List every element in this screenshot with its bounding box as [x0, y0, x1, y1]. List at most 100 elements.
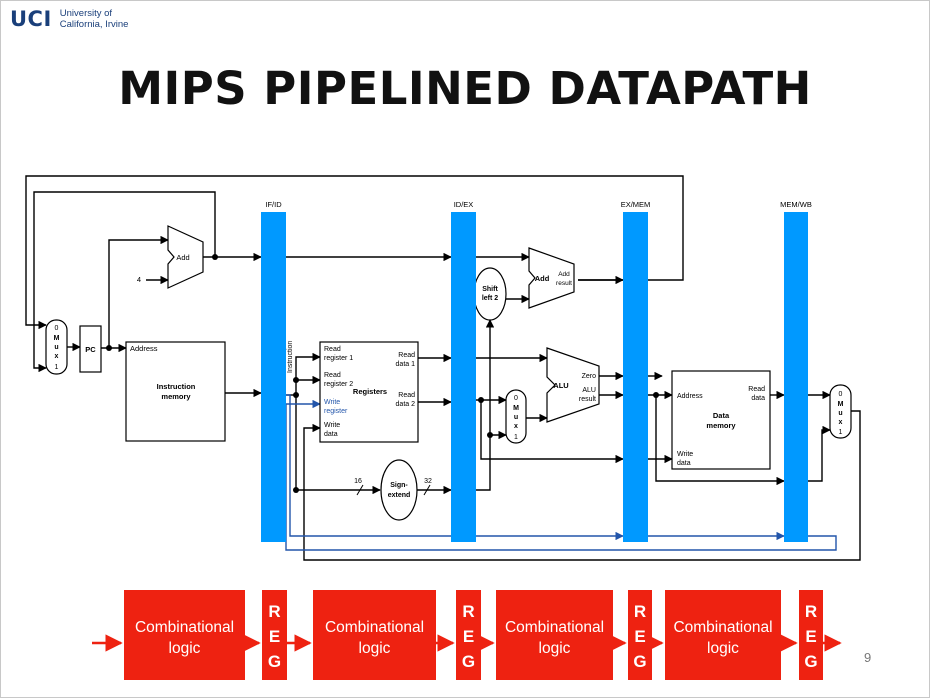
combinational-logic-3	[496, 590, 613, 680]
pipeline-register-mem-wb	[784, 212, 808, 542]
slide-title: MIPS PIPELINED DATAPATH	[118, 62, 812, 115]
comb-3-line1: Combinational	[505, 619, 604, 636]
wd-line1: Write	[324, 422, 340, 429]
wb-mux-m: M	[838, 401, 844, 408]
wire-wreg-ifid-idex	[286, 394, 451, 537]
reg-2-e: E	[463, 627, 474, 646]
instruction-memory	[125, 341, 226, 442]
bus-slash-32	[423, 484, 431, 496]
wire-aluresult-memwb	[655, 395, 785, 486]
wr-line2: register	[324, 408, 348, 415]
rr1-line2: register 1	[324, 355, 353, 362]
pipeline-registers: IF/ID ID/EX EX/MEM MEM/WB	[261, 200, 812, 542]
junction-dots	[106, 254, 659, 493]
registers-label: Registers	[353, 387, 387, 396]
reg-2-r: R	[462, 602, 474, 621]
comb-2-line1: Combinational	[325, 619, 424, 636]
junction	[487, 432, 493, 438]
label-id-ex: ID/EX	[454, 200, 474, 209]
pc-adder-label: Add	[176, 253, 189, 262]
wire-wreg-back	[285, 399, 837, 551]
bits-16-label: 16	[354, 478, 362, 485]
imem-address-label: Address	[130, 344, 158, 353]
combinational-logic-1	[124, 590, 245, 680]
reg-3-g: G	[633, 652, 646, 671]
uci-logo: UCI University of California, Irvine	[10, 7, 128, 31]
wb-mux	[829, 384, 852, 439]
pc-mux-1: 1	[55, 364, 59, 371]
pc-mux-x: x	[55, 353, 59, 360]
alu-mux-u: u	[514, 414, 518, 421]
junction	[212, 254, 218, 260]
dm-write-line2: data	[677, 460, 691, 467]
add-result-line1: Add	[558, 271, 570, 278]
stage-diagram: Combinational logic R E G Combinational …	[92, 590, 842, 680]
sign-extend-line1: Sign-	[390, 482, 408, 489]
data-memory	[671, 370, 771, 470]
reg-1-g: G	[268, 652, 281, 671]
imem-label-line2: memory	[161, 392, 191, 401]
label-if-id: IF/ID	[265, 200, 282, 209]
alu-mux-x: x	[514, 423, 518, 430]
wire-instr-rr1	[295, 352, 321, 395]
reg-4-e: E	[805, 627, 816, 646]
junction	[293, 487, 299, 493]
shift-line2: left 2	[482, 295, 498, 302]
wire-writeback-data	[303, 410, 861, 561]
reg-1-r: R	[268, 602, 280, 621]
zero-label: Zero	[582, 373, 597, 380]
junction	[653, 392, 659, 398]
rr2-line2: register 2	[324, 381, 353, 388]
reg-4-g: G	[804, 652, 817, 671]
dm-read-line2: data	[751, 395, 765, 402]
wire-branch-target	[25, 175, 684, 330]
wire-pc4-feedback	[33, 191, 216, 373]
reg-block-1	[262, 590, 287, 680]
dm-write-line1: Write	[677, 451, 693, 458]
reg-3-e: E	[634, 627, 645, 646]
combinational-logic-4	[665, 590, 781, 680]
wb-mux-1: 1	[839, 429, 843, 436]
junction	[478, 397, 484, 403]
comb-4-line1: Combinational	[673, 619, 772, 636]
alu	[546, 347, 600, 423]
dm-address-label: Address	[677, 393, 703, 400]
pc-mux-0: 0	[55, 325, 59, 332]
datapath-wires	[25, 175, 861, 561]
wr-line1: Write	[324, 399, 340, 406]
reg-block-4	[799, 590, 823, 680]
logo-line-1: University of	[59, 8, 113, 19]
pc-mux	[45, 319, 68, 375]
combinational-logic-2	[313, 590, 436, 680]
wb-mux-u: u	[838, 410, 842, 417]
rd2-line2: data 2	[396, 401, 416, 408]
wb-mux-0: 0	[839, 391, 843, 398]
reg-3-r: R	[634, 602, 646, 621]
bus-slash-16	[356, 484, 364, 496]
bits-32-label: 32	[424, 478, 432, 485]
pc-label: PC	[85, 345, 96, 354]
alu-mux-0: 0	[514, 395, 518, 402]
logo-text: University of California, Irvine	[60, 8, 129, 30]
pipeline-register-ex-mem	[623, 212, 648, 542]
rd1-line1: Read	[398, 352, 415, 359]
rd2-line1: Read	[398, 392, 415, 399]
dm-label-line2: memory	[706, 421, 736, 430]
pc-mux-m: M	[54, 335, 60, 342]
wire-memwb-mux1	[808, 425, 831, 482]
comb-4-line2: logic	[707, 640, 739, 657]
junction	[293, 377, 299, 383]
wb-mux-x: x	[839, 419, 843, 426]
alu-mux-m: M	[513, 405, 519, 412]
rr1-line1: Read	[324, 346, 341, 353]
alu-result-line2: result	[579, 396, 596, 403]
dm-label-line1: Data	[713, 411, 730, 420]
pipeline-register-id-ex	[451, 212, 476, 542]
reg-2-g: G	[462, 652, 475, 671]
alu-mux-1: 1	[514, 434, 518, 441]
write-register-path	[285, 394, 837, 551]
branch-adder-label: Add	[535, 274, 550, 283]
label-ex-mem: EX/MEM	[621, 200, 651, 209]
register-file	[319, 341, 419, 443]
